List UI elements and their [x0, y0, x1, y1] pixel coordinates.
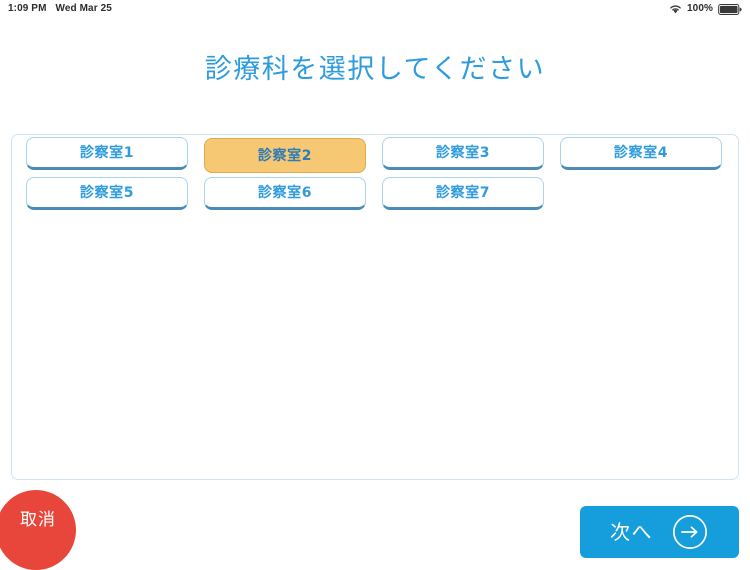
status-bar-left: 1:09 PM Wed Mar 25	[8, 4, 112, 14]
room-button-7[interactable]: 診察室7	[382, 177, 544, 210]
room-button-5[interactable]: 診察室5	[26, 177, 188, 210]
battery-full-icon	[718, 3, 742, 15]
page-title: 診療科を選択してください	[204, 54, 546, 85]
next-button-label: 次へ	[610, 520, 653, 544]
room-button-1[interactable]: 診察室1	[26, 137, 188, 170]
arrow-right-circle-icon	[671, 513, 709, 551]
room-slot: 診察室2	[204, 137, 382, 176]
room-slot: 診察室5	[26, 177, 204, 216]
room-slot: 診察室1	[26, 137, 204, 176]
room-button-4[interactable]: 診察室4	[560, 137, 722, 170]
room-slot: 診察室6	[204, 177, 382, 216]
room-grid: 診察室1 診察室2 診察室3 診察室4 診察室5 診察室6 診察室7	[26, 137, 738, 217]
cancel-button-label: 取消	[20, 509, 56, 530]
room-button-3[interactable]: 診察室3	[382, 137, 544, 170]
room-button-6[interactable]: 診察室6	[204, 177, 366, 210]
battery-percent-label: 100%	[687, 3, 713, 14]
room-slot: 診察室7	[382, 177, 560, 216]
next-button[interactable]: 次へ	[580, 506, 739, 558]
cancel-button[interactable]: 取消	[0, 490, 76, 570]
wifi-icon	[669, 4, 682, 14]
room-slot: 診察室4	[560, 137, 738, 176]
room-button-2[interactable]: 診察室2	[204, 138, 366, 173]
status-bar-right: 100%	[669, 4, 742, 15]
status-date: Wed Mar 25	[55, 3, 112, 14]
status-time: 1:09 PM	[8, 3, 47, 14]
room-slot: 診察室3	[382, 137, 560, 176]
status-bar: 1:09 PM Wed Mar 25 100%	[0, 0, 750, 18]
room-selection-panel: 診察室1 診察室2 診察室3 診察室4 診察室5 診察室6 診察室7	[11, 134, 739, 480]
